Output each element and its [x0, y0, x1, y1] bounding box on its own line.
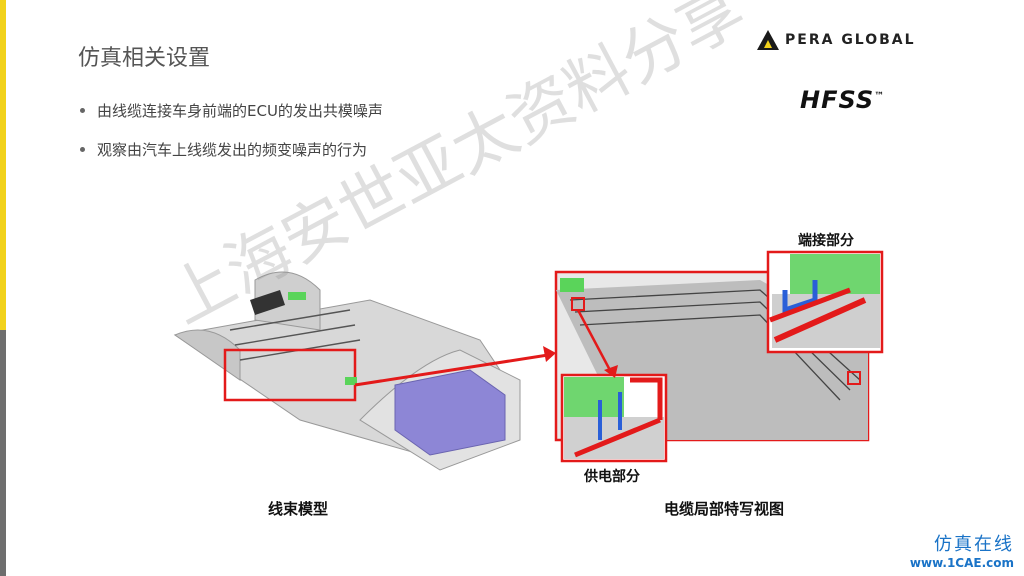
- zoom-arrow: [354, 353, 549, 387]
- accent-bar: [0, 0, 6, 576]
- end-connect-label: 端接部分: [796, 230, 860, 250]
- company-logo: PERA GLOBAL: [757, 30, 916, 50]
- harness-model: [173, 271, 521, 471]
- left-caption: 线束模型: [268, 500, 329, 518]
- end-connect-inset: [766, 250, 884, 354]
- logo-triangle-icon: [757, 30, 779, 50]
- power-inset: [560, 373, 668, 463]
- right-caption: 电缆局部特写视图: [664, 500, 785, 518]
- bullet-list: 由线缆连接车身前端的ECU的发出共模噪声 观察由汽车上线缆发出的频变噪声的行为: [80, 100, 383, 178]
- footer-brand: 仿真在线 www.1CAE.com: [909, 534, 1014, 570]
- slide-title: 仿真相关设置: [78, 46, 211, 71]
- bullet-dot-icon: [80, 147, 85, 152]
- accent-bar-grey: [0, 330, 6, 576]
- bullet-item: 由线缆连接车身前端的ECU的发出共模噪声: [80, 100, 383, 121]
- power-part-label: 供电部分: [582, 466, 642, 486]
- product-logo: HFSS™: [800, 86, 886, 114]
- bullet-dot-icon: [80, 108, 85, 113]
- bullet-item: 观察由汽车上线缆发出的频变噪声的行为: [80, 139, 383, 160]
